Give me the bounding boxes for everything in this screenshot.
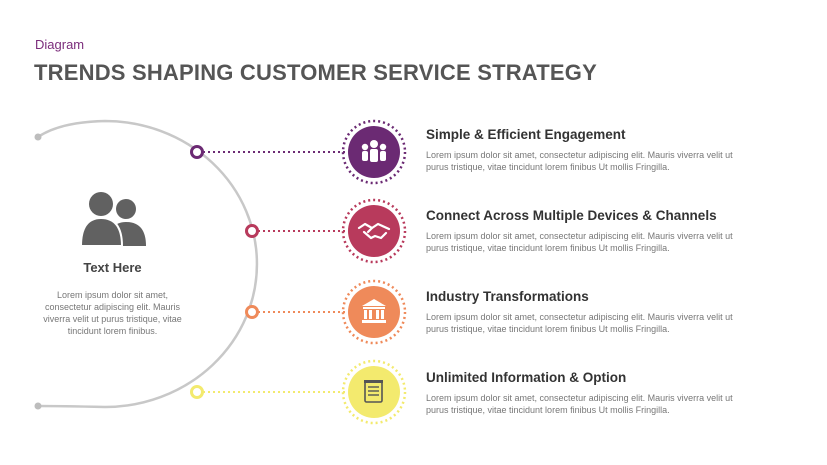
diagram-kicker: Diagram: [35, 37, 85, 52]
item-1-badge: [341, 119, 407, 185]
left-panel-body: Lorem ipsum dolor sit amet, consectetur …: [43, 290, 182, 336]
arc-end-top: [34, 133, 42, 141]
arc-node-4: [190, 385, 204, 399]
item-1-title: Simple & Efficient Engagement: [426, 127, 626, 142]
item-4-title: Unlimited Information & Option: [426, 370, 627, 385]
item-3-title: Industry Transformations: [426, 289, 589, 304]
item-3-body: Lorem ipsum dolor sit amet, consectetur …: [426, 312, 733, 334]
page-title: TRENDS SHAPING CUSTOMER SERVICE STRATEGY: [34, 60, 597, 85]
handshake-icon: [357, 222, 391, 240]
arc-line: [37, 119, 259, 409]
document-icon: [364, 380, 383, 403]
item-2-body: Lorem ipsum dolor sit amet, consectetur …: [426, 231, 733, 253]
item-4-badge: [341, 359, 407, 425]
item-2-badge: [341, 198, 407, 264]
team-icon: [361, 140, 387, 162]
item-3-badge: [341, 279, 407, 345]
item-4-body: Lorem ipsum dolor sit amet, consectetur …: [426, 393, 733, 415]
arc-end-bottom: [34, 402, 42, 410]
item-1-body: Lorem ipsum dolor sit amet, consectetur …: [426, 150, 733, 172]
people-icon: [79, 192, 146, 247]
arc-node-3: [245, 305, 259, 319]
arc-node-2: [245, 224, 259, 238]
arc-node-1: [190, 145, 204, 159]
bank-icon: [362, 299, 386, 323]
left-panel-title: Text Here: [83, 260, 142, 275]
item-2-title: Connect Across Multiple Devices & Channe…: [426, 208, 717, 223]
